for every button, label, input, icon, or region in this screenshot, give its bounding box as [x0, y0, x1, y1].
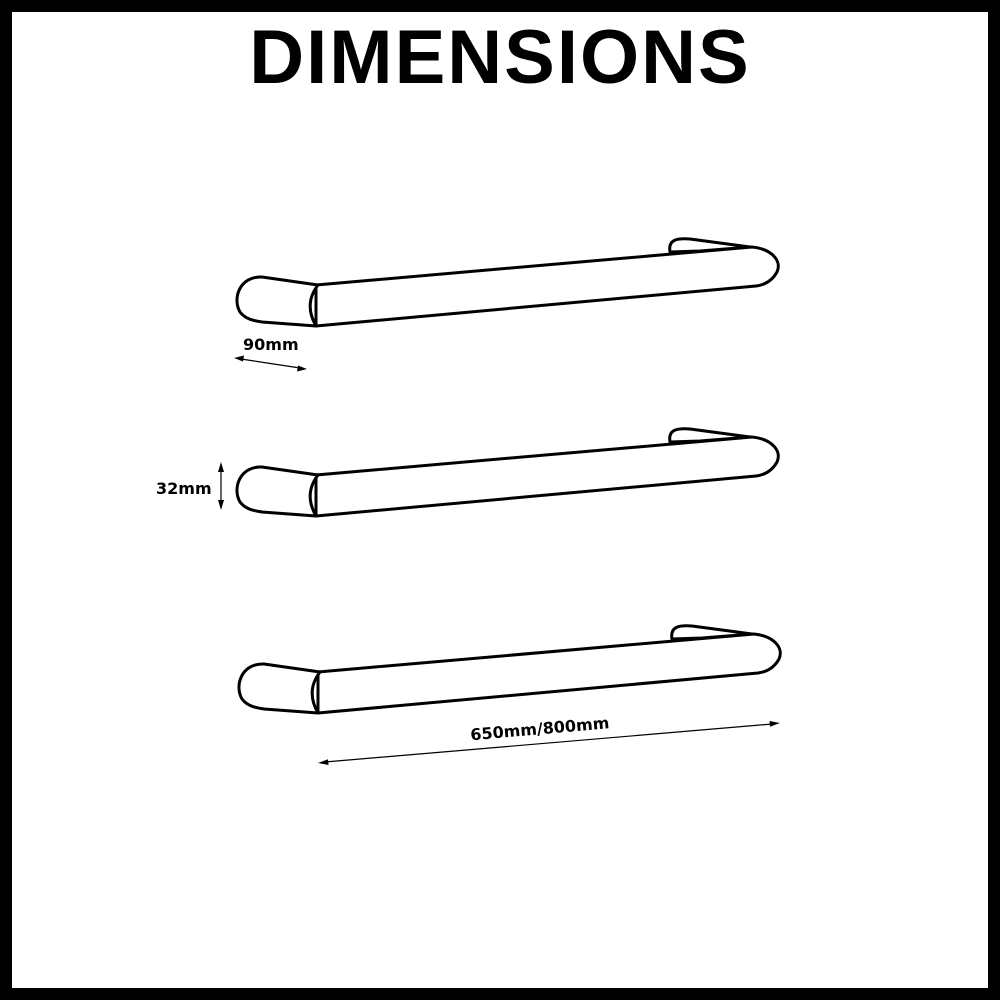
- towel-rail-top: [235, 237, 780, 328]
- towel-rail-bottom: [237, 624, 782, 715]
- depth-dimension-line: [240, 358, 301, 369]
- diameter-dimension: 32mm: [156, 462, 224, 510]
- diameter-arrow-down-icon: [218, 500, 224, 510]
- rail-middle-front-post: [235, 465, 320, 518]
- page-title: DIMENSIONS: [249, 15, 751, 100]
- rail-top-front-post: [235, 275, 320, 328]
- depth-arrow-left-icon: [234, 355, 244, 362]
- rail-bottom-front-post: [237, 662, 322, 715]
- rail-bottom-back-post: [670, 624, 754, 641]
- depth-label: 90mm: [243, 335, 299, 354]
- length-dimension-line: [324, 723, 773, 763]
- diameter-arrow-up-icon: [218, 462, 224, 472]
- rail-middle-back-post: [668, 427, 752, 444]
- rail-top-bar: [314, 245, 780, 328]
- length-arrow-left-icon: [318, 759, 329, 765]
- depth-arrow-right-icon: [297, 365, 307, 372]
- depth-dimension: 90mm: [234, 335, 307, 372]
- length-dimension: 650mm/800mm: [318, 713, 780, 765]
- rail-bottom-bar: [316, 632, 782, 715]
- diameter-label: 32mm: [156, 479, 212, 498]
- rail-middle-bar: [314, 435, 780, 518]
- length-arrow-right-icon: [769, 721, 780, 727]
- rail-top-back-post: [668, 237, 752, 254]
- towel-rail-middle: [235, 427, 780, 518]
